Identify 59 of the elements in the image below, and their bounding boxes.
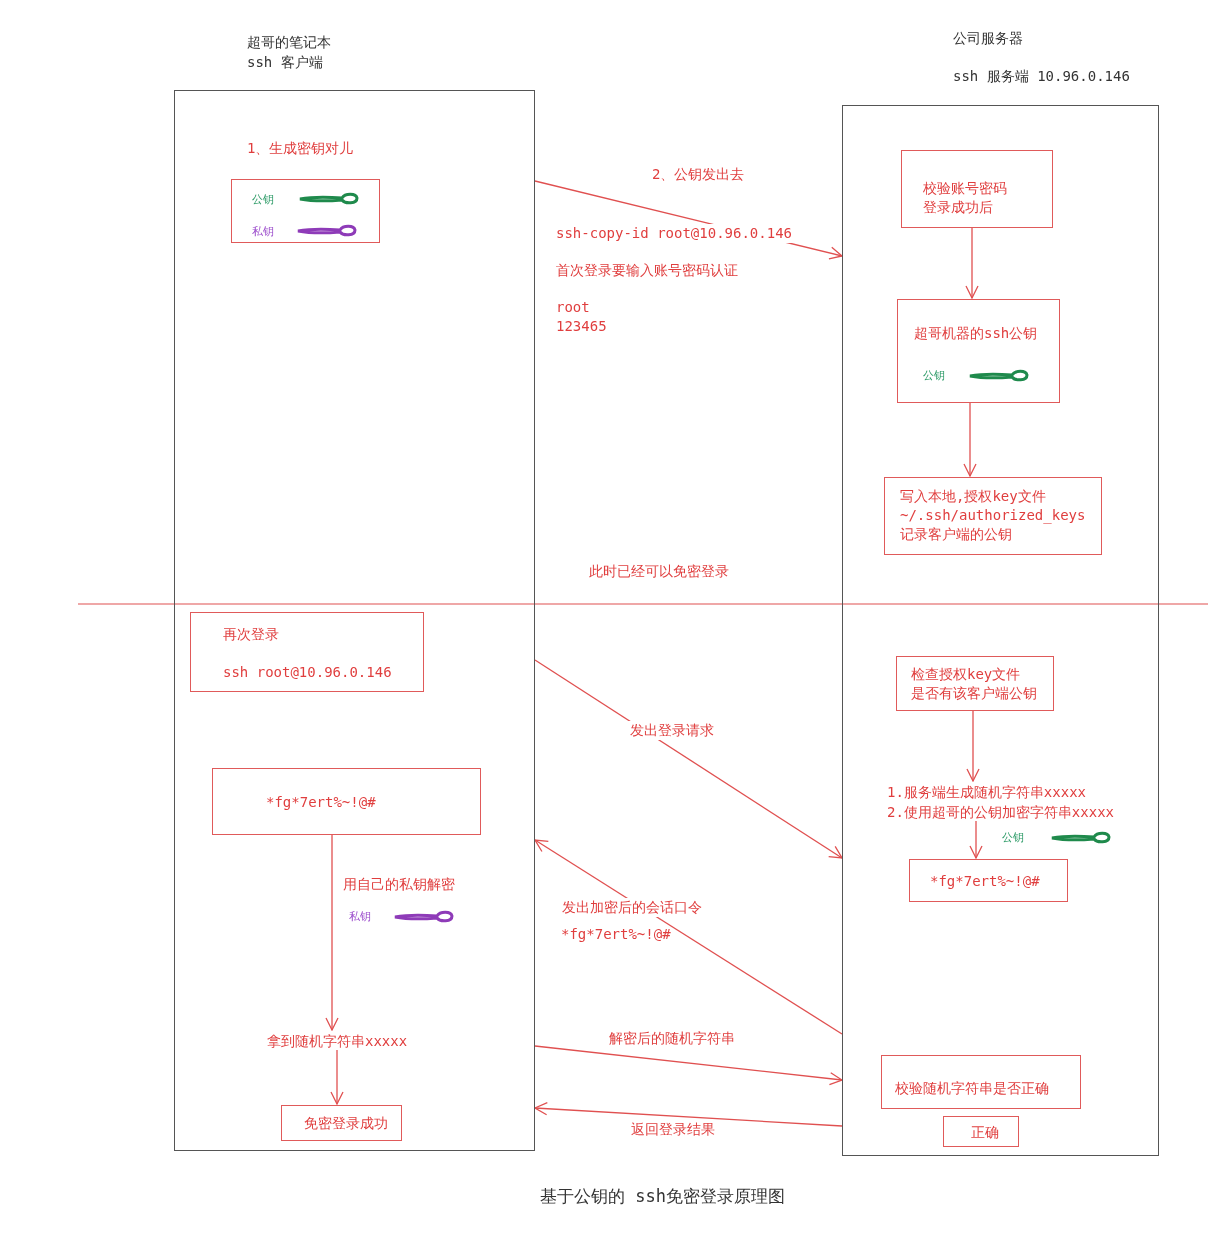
process-box (884, 477, 1102, 555)
edge-label: 发出加密后的会话口令 (560, 898, 704, 917)
process-box (190, 612, 424, 692)
process-box (943, 1116, 1019, 1147)
command-text: ssh-copy-id root@10.96.0.146 (556, 224, 792, 243)
caption: 基于公钥的 ssh免密登录原理图 (540, 1187, 785, 1206)
key-label: 公钥 (923, 368, 945, 384)
box-text: ssh root@10.96.0.146 (223, 663, 392, 682)
box-text: *fg*7ert%~!@# (930, 872, 1040, 891)
step-heading: 1、生成密钥对儿 (247, 139, 354, 158)
box-text: 登录成功后 (923, 198, 993, 217)
box-text: 写入本地,授权key文件 (900, 487, 1046, 506)
lane-heading: 公司服务器 (953, 29, 1023, 48)
box-text: *fg*7ert%~!@# (266, 793, 376, 812)
process-box (281, 1105, 402, 1141)
edge-label: 解密后的随机字符串 (607, 1029, 737, 1048)
process-box (896, 656, 1054, 711)
box-text: 校验随机字符串是否正确 (895, 1079, 1049, 1098)
arrow (966, 709, 980, 782)
process-box (909, 859, 1068, 902)
note-text: *fg*7ert%~!@# (561, 925, 671, 944)
note-text: root 123465 (556, 298, 607, 336)
lane-heading: 超哥的笔记本 (247, 33, 331, 52)
arrow (534, 659, 843, 859)
box-text: 校验账号密码 (923, 179, 1007, 198)
process-box (212, 768, 481, 835)
box-text: ~/.ssh/authorized_keys (900, 506, 1086, 525)
arrow (965, 226, 979, 299)
edge-label: 2、公钥发出去 (650, 165, 747, 184)
step-text: 拿到随机字符串xxxxx (267, 1031, 408, 1051)
step-text: 1.服务端生成随机字符串xxxxx 2.使用超哥的公钥加密字符串xxxxx (887, 782, 1114, 822)
edge-label: 返回登录结果 (629, 1120, 717, 1139)
key-label: 私钥 (349, 909, 371, 925)
key-label: 公钥 (252, 192, 274, 208)
box-text: 检查授权key文件 (911, 665, 1021, 684)
process-box (881, 1055, 1081, 1109)
arrow (325, 833, 339, 1031)
process-box (901, 150, 1053, 228)
note-text: 首次登录要输入账号密码认证 (556, 261, 738, 280)
lane-subheading: ssh 客户端 (247, 53, 323, 72)
box-text: 免密登录成功 (304, 1114, 388, 1133)
arrow (969, 820, 983, 859)
key-label: 公钥 (1002, 830, 1024, 846)
box-text: 是否有该客户端公钥 (911, 684, 1037, 703)
edge-label: 用自己的私钥解密 (341, 875, 457, 894)
process-box (897, 299, 1060, 403)
arrow (963, 401, 977, 477)
box-text: 正确 (971, 1123, 999, 1142)
arrow (534, 1045, 843, 1086)
note-text: 此时已经可以免密登录 (589, 562, 729, 581)
lane-subheading: ssh 服务端 10.96.0.146 (953, 67, 1130, 86)
box-text: 再次登录 (223, 625, 279, 644)
arrow (534, 1102, 843, 1127)
arrow (330, 1049, 344, 1105)
box-text: 记录客户端的公钥 (900, 525, 1012, 544)
box-text: 超哥机器的ssh公钥 (914, 324, 1038, 343)
key-label: 私钥 (252, 224, 274, 240)
edge-label: 发出登录请求 (628, 721, 716, 740)
arrow (534, 839, 843, 1035)
